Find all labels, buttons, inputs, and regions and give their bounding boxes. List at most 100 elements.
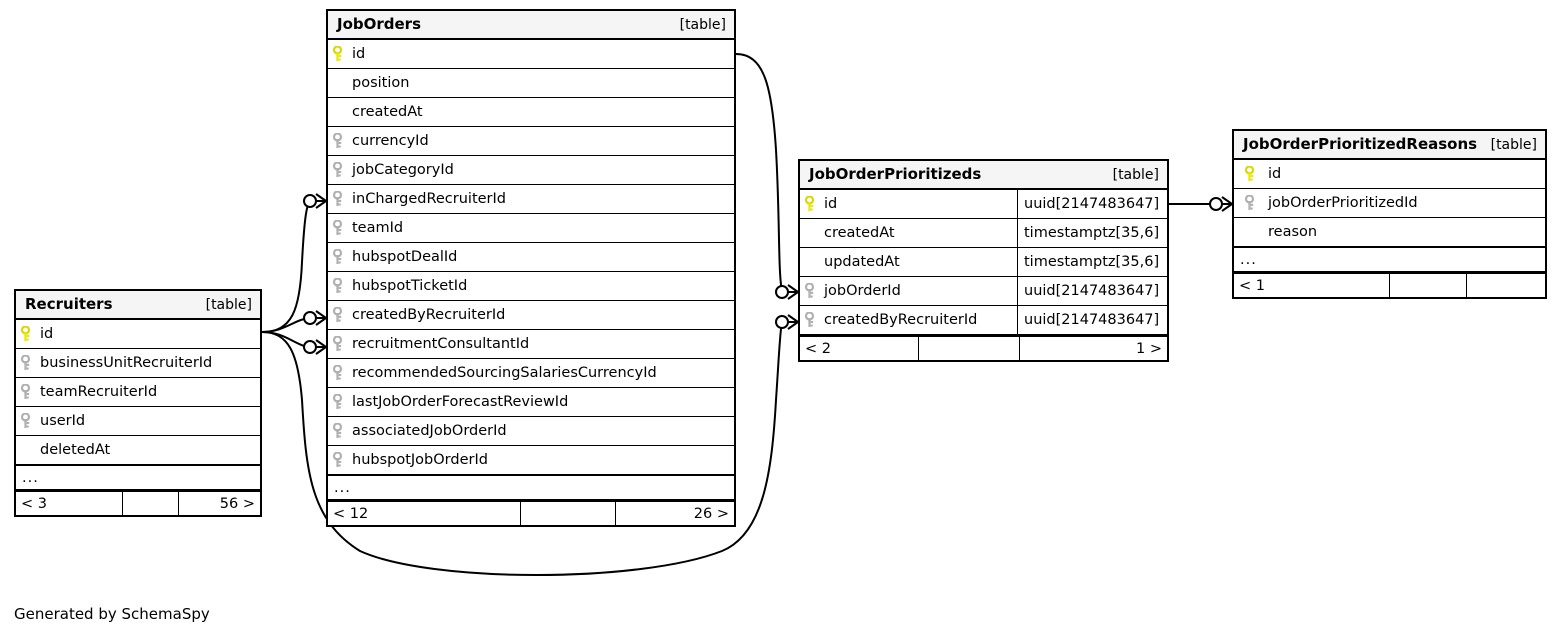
outgoing-relations-count[interactable]: 56 >	[219, 495, 255, 512]
incoming-relations-count[interactable]: < 12	[328, 502, 521, 525]
table-row[interactable]: businessUnitRecruiterId	[16, 349, 260, 378]
more-columns-indicator: ...	[328, 475, 734, 500]
column-name-cell: teamRecruiterId	[40, 383, 158, 400]
edge-joborders-to-joborderprioritizeds-joborderid	[735, 53, 799, 300]
table-row[interactable]: jobOrderPrioritizedId	[1234, 189, 1545, 218]
table-row[interactable]: userId	[16, 407, 260, 436]
footer-middle-cell	[123, 492, 180, 515]
table-row[interactable]: createdAt	[328, 98, 734, 127]
no-key-icon	[1234, 218, 1264, 246]
column-type-cell: uuid[2147483647]	[1017, 190, 1167, 218]
table-row[interactable]: id uuid[2147483647]	[800, 190, 1167, 219]
column-name-cell: associatedJobOrderId	[352, 422, 507, 439]
column-name-cell: recommendedSourcingSalariesCurrencyId	[352, 364, 657, 381]
foreign-key-icon	[16, 407, 34, 435]
table-row[interactable]: recommendedSourcingSalariesCurrencyId	[328, 359, 734, 388]
column-name-cell: jobOrderId	[824, 282, 901, 299]
table-type-tag: [table]	[205, 296, 252, 313]
foreign-key-icon	[328, 359, 346, 387]
no-key-icon	[328, 69, 346, 97]
column-name-cell: id	[352, 45, 366, 62]
column-name-cell: createdByRecruiterId	[352, 306, 506, 323]
table-row[interactable]: updatedAt timestamptz[35,6]	[800, 248, 1167, 277]
table-row[interactable]: hubspotTicketId	[328, 272, 734, 301]
table-title: JobOrders	[337, 15, 422, 33]
foreign-key-icon	[328, 156, 346, 184]
table-row[interactable]: inChargedRecruiterId	[328, 185, 734, 214]
column-name-cell: lastJobOrderForecastReviewId	[352, 393, 569, 410]
foreign-key-icon	[1234, 189, 1264, 217]
table-row[interactable]: teamRecruiterId	[16, 378, 260, 407]
foreign-key-icon	[328, 272, 346, 300]
table-row[interactable]: lastJobOrderForecastReviewId	[328, 388, 734, 417]
outgoing-relations-count[interactable]: 26 >	[693, 505, 729, 522]
more-columns-indicator: ...	[1234, 247, 1545, 272]
table-row[interactable]: associatedJobOrderId	[328, 417, 734, 446]
column-name-cell: updatedAt	[824, 253, 900, 270]
table-row[interactable]: jobOrderId uuid[2147483647]	[800, 277, 1167, 306]
column-name-cell: jobCategoryId	[352, 161, 454, 178]
table-row[interactable]: id	[328, 40, 734, 69]
incoming-relations-count[interactable]: < 3	[16, 492, 124, 515]
foreign-key-icon	[328, 417, 346, 445]
table-row[interactable]: jobCategoryId	[328, 156, 734, 185]
outgoing-relations-count[interactable]	[1467, 274, 1545, 297]
outgoing-relations-count[interactable]: 1 >	[1136, 340, 1162, 357]
column-name-cell: id	[1268, 165, 1282, 182]
column-type-cell: timestamptz[35,6]	[1017, 248, 1167, 276]
foreign-key-icon	[328, 214, 346, 242]
column-name-cell: position	[352, 74, 410, 91]
footer-middle-cell	[521, 502, 617, 525]
table-joborderprioritizeds[interactable]: JobOrderPrioritizeds [table] id uuid[214…	[798, 159, 1169, 362]
table-row[interactable]: createdByRecruiterId	[328, 301, 734, 330]
footer-middle-cell	[919, 337, 1021, 360]
table-header-joborders: JobOrders [table]	[328, 11, 734, 40]
column-name-cell: deletedAt	[40, 441, 111, 458]
table-type-tag: [table]	[1490, 136, 1537, 153]
foreign-key-icon	[800, 306, 818, 334]
table-row[interactable]: reason	[1234, 218, 1545, 247]
table-joborders[interactable]: JobOrders [table] id position createdAt …	[326, 9, 736, 527]
column-name-cell: createdAt	[824, 224, 895, 241]
table-row[interactable]: deletedAt	[16, 436, 260, 465]
column-name-cell: currencyId	[352, 132, 429, 149]
column-type-cell: uuid[2147483647]	[1017, 306, 1167, 334]
column-name-cell: hubspotTicketId	[352, 277, 468, 294]
column-name-cell: businessUnitRecruiterId	[40, 354, 213, 371]
column-name-cell: recruitmentConsultantId	[352, 335, 530, 352]
incoming-relations-count[interactable]: < 2	[800, 337, 920, 360]
no-key-icon	[800, 219, 818, 247]
table-title: Recruiters	[25, 295, 113, 313]
table-row[interactable]: currencyId	[328, 127, 734, 156]
table-row[interactable]: id	[16, 320, 260, 349]
foreign-key-icon	[16, 349, 34, 377]
column-name-cell: hubspotJobOrderId	[352, 451, 488, 468]
table-row[interactable]: hubspotDealId	[328, 243, 734, 272]
table-row[interactable]: hubspotJobOrderId	[328, 446, 734, 475]
foreign-key-icon	[800, 277, 818, 305]
table-row[interactable]: id	[1234, 160, 1545, 189]
table-row[interactable]: createdAt timestamptz[35,6]	[800, 219, 1167, 248]
column-name-cell: reason	[1268, 223, 1318, 240]
column-name-cell: id	[40, 325, 54, 342]
primary-key-icon	[1234, 160, 1264, 188]
column-type-cell: timestamptz[35,6]	[1017, 219, 1167, 247]
column-name-cell: teamId	[352, 219, 404, 236]
table-row[interactable]: createdByRecruiterId uuid[2147483647]	[800, 306, 1167, 335]
table-joborderprioritizedreasons[interactable]: JobOrderPrioritizedReasons [table] id jo…	[1232, 129, 1547, 299]
incoming-relations-count[interactable]: < 1	[1234, 274, 1390, 297]
generated-by-credit: Generated by SchemaSpy	[14, 605, 210, 623]
table-row[interactable]: recruitmentConsultantId	[328, 330, 734, 359]
table-footer: < 1	[1234, 272, 1545, 297]
column-type-cell: uuid[2147483647]	[1017, 277, 1167, 305]
edge-joborderprioritizeds-to-reasons-joborderprioritizedid	[1169, 196, 1233, 212]
table-row[interactable]: position	[328, 69, 734, 98]
no-key-icon	[16, 436, 34, 464]
table-recruiters[interactable]: Recruiters [table] id businessUnitRecrui…	[14, 289, 262, 517]
more-columns-indicator: ...	[16, 465, 260, 490]
table-row[interactable]: teamId	[328, 214, 734, 243]
column-name-cell: id	[824, 195, 838, 212]
column-name-cell: jobOrderPrioritizedId	[1268, 194, 1418, 211]
table-header-joborderprioritizedreasons: JobOrderPrioritizedReasons [table]	[1234, 131, 1545, 160]
